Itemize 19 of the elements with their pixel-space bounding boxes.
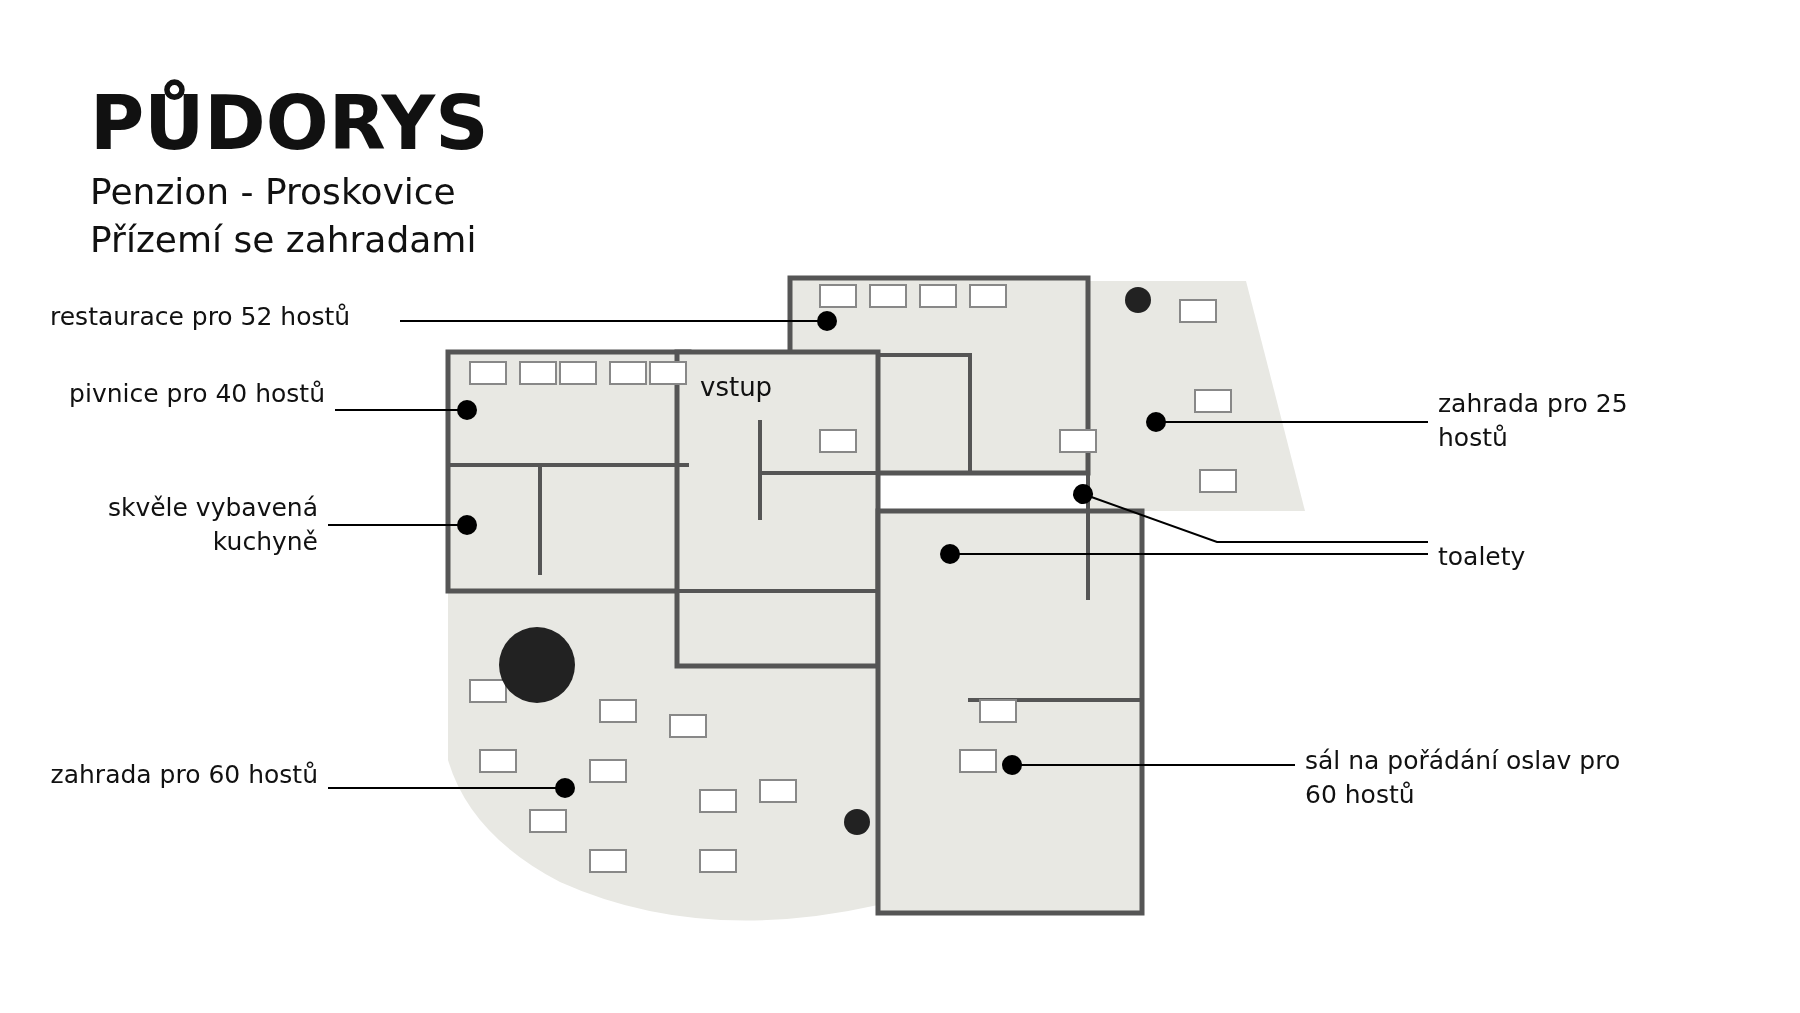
callout-label: skvěle vybavená kuchyně <box>48 491 318 559</box>
callout-label: pivnice pro 40 hostů <box>55 377 325 411</box>
leader-line <box>327 515 477 535</box>
leader-line <box>334 400 477 420</box>
leader-line <box>327 778 575 798</box>
leader-line <box>1146 412 1429 432</box>
callout-label: sál na pořádání oslav pro 60 hostů <box>1305 744 1645 812</box>
room-label: vstup <box>700 371 773 404</box>
callout-label: restaurace pro 52 hostů <box>50 300 390 334</box>
subtitle: Penzion - Proskovice <box>90 170 456 214</box>
callout-label: zahrada pro 25 hostů <box>1438 387 1658 455</box>
leader-line <box>940 544 1429 564</box>
leader-line <box>1073 484 1429 543</box>
leader-line <box>399 311 837 331</box>
subtitle: Přízemí se zahradami <box>90 218 477 262</box>
callout-label: zahrada pro 60 hostů <box>48 758 318 792</box>
leader-line <box>1002 755 1296 775</box>
callout-label: toalety <box>1438 540 1658 574</box>
page-title: PŮDORYS <box>90 78 489 168</box>
